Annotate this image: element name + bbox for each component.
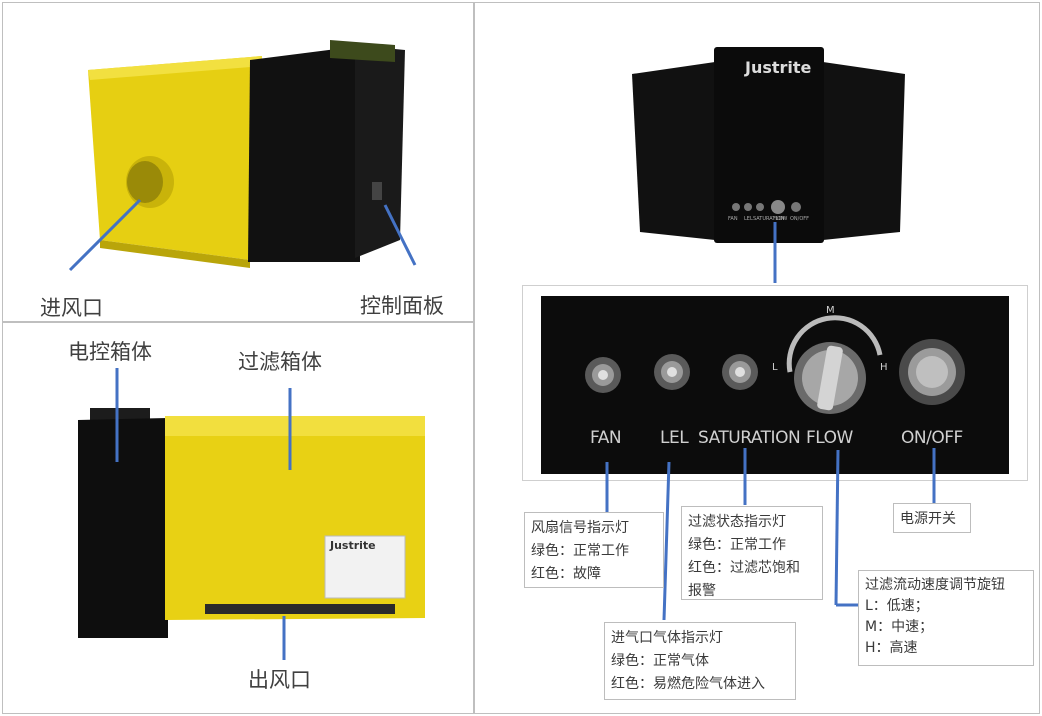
note-fan-line-1: 绿色：正常工作 — [531, 543, 629, 559]
note-lel-title: 进气口气体指示灯 — [611, 630, 723, 646]
note-fan: 风扇信号指示灯 绿色：正常工作 红色：故障 — [524, 512, 664, 588]
label-electric-box: 电控箱体 — [68, 340, 152, 364]
flow-dial — [794, 342, 866, 414]
saturation-indicator-light — [722, 354, 758, 390]
note-saturation-line-2: 红色：过滤芯饱和 — [688, 560, 800, 576]
label-onoff: ON/OFF — [901, 428, 963, 448]
small-label-fan: FAN — [728, 216, 738, 222]
panel-top-left — [2, 2, 474, 322]
note-fan-line-2: 红色：故障 — [531, 566, 601, 582]
note-saturation: 过滤状态指示灯 绿色：正常工作 红色：过滤芯饱和 报警 — [681, 506, 823, 600]
panel-right — [474, 2, 1040, 714]
on-off-button — [899, 339, 965, 405]
badge-brand: Justrite — [330, 539, 376, 552]
small-label-flow: FLOW — [773, 216, 788, 222]
fan-indicator-light — [585, 357, 621, 393]
note-saturation-line-3: 报警 — [688, 583, 716, 599]
label-filter-box: 过滤箱体 — [238, 350, 322, 374]
small-label-saturation: SATURATION — [753, 216, 785, 222]
note-power: 电源开关 — [893, 503, 971, 533]
label-flow: FLOW — [806, 428, 853, 448]
label-lel: LEL — [660, 428, 689, 448]
label-air-inlet: 进风口 — [40, 296, 103, 320]
note-lel-line-1: 绿色：正常气体 — [611, 653, 709, 669]
dial-label-l: L — [772, 362, 778, 373]
note-lel: 进气口气体指示灯 绿色：正常气体 红色：易燃危险气体进入 — [604, 622, 796, 700]
note-flow-line-2: M：中速； — [865, 619, 934, 635]
note-saturation-title: 过滤状态指示灯 — [688, 514, 786, 530]
note-flow: 过滤流动速度调节旋钮 L：低速； M：中速； H：高速 — [858, 570, 1034, 666]
dial-label-h: H — [880, 362, 888, 373]
dial-label-m: M — [826, 305, 835, 316]
label-saturation: SATURATION — [698, 428, 801, 448]
note-flow-title: 过滤流动速度调节旋钮 — [865, 577, 1005, 593]
label-air-outlet: 出风口 — [248, 668, 311, 692]
note-saturation-line-1: 绿色：正常工作 — [688, 537, 786, 553]
label-control-panel: 控制面板 — [360, 294, 444, 318]
label-fan: FAN — [590, 428, 622, 448]
panel-bottom-left — [2, 322, 474, 714]
note-flow-line-1: L：低速； — [865, 598, 929, 614]
note-fan-title: 风扇信号指示灯 — [531, 520, 629, 536]
small-label-onoff: ON/OFF — [790, 216, 810, 222]
brand-logo: Justrite — [745, 58, 812, 77]
zoom-frame — [522, 285, 1028, 481]
small-label-lel: LEL — [744, 216, 753, 222]
lel-indicator-light — [654, 354, 690, 390]
note-power-title: 电源开关 — [900, 511, 956, 527]
note-lel-line-2: 红色：易燃危险气体进入 — [611, 676, 765, 692]
note-flow-line-3: H：高速 — [865, 640, 918, 656]
